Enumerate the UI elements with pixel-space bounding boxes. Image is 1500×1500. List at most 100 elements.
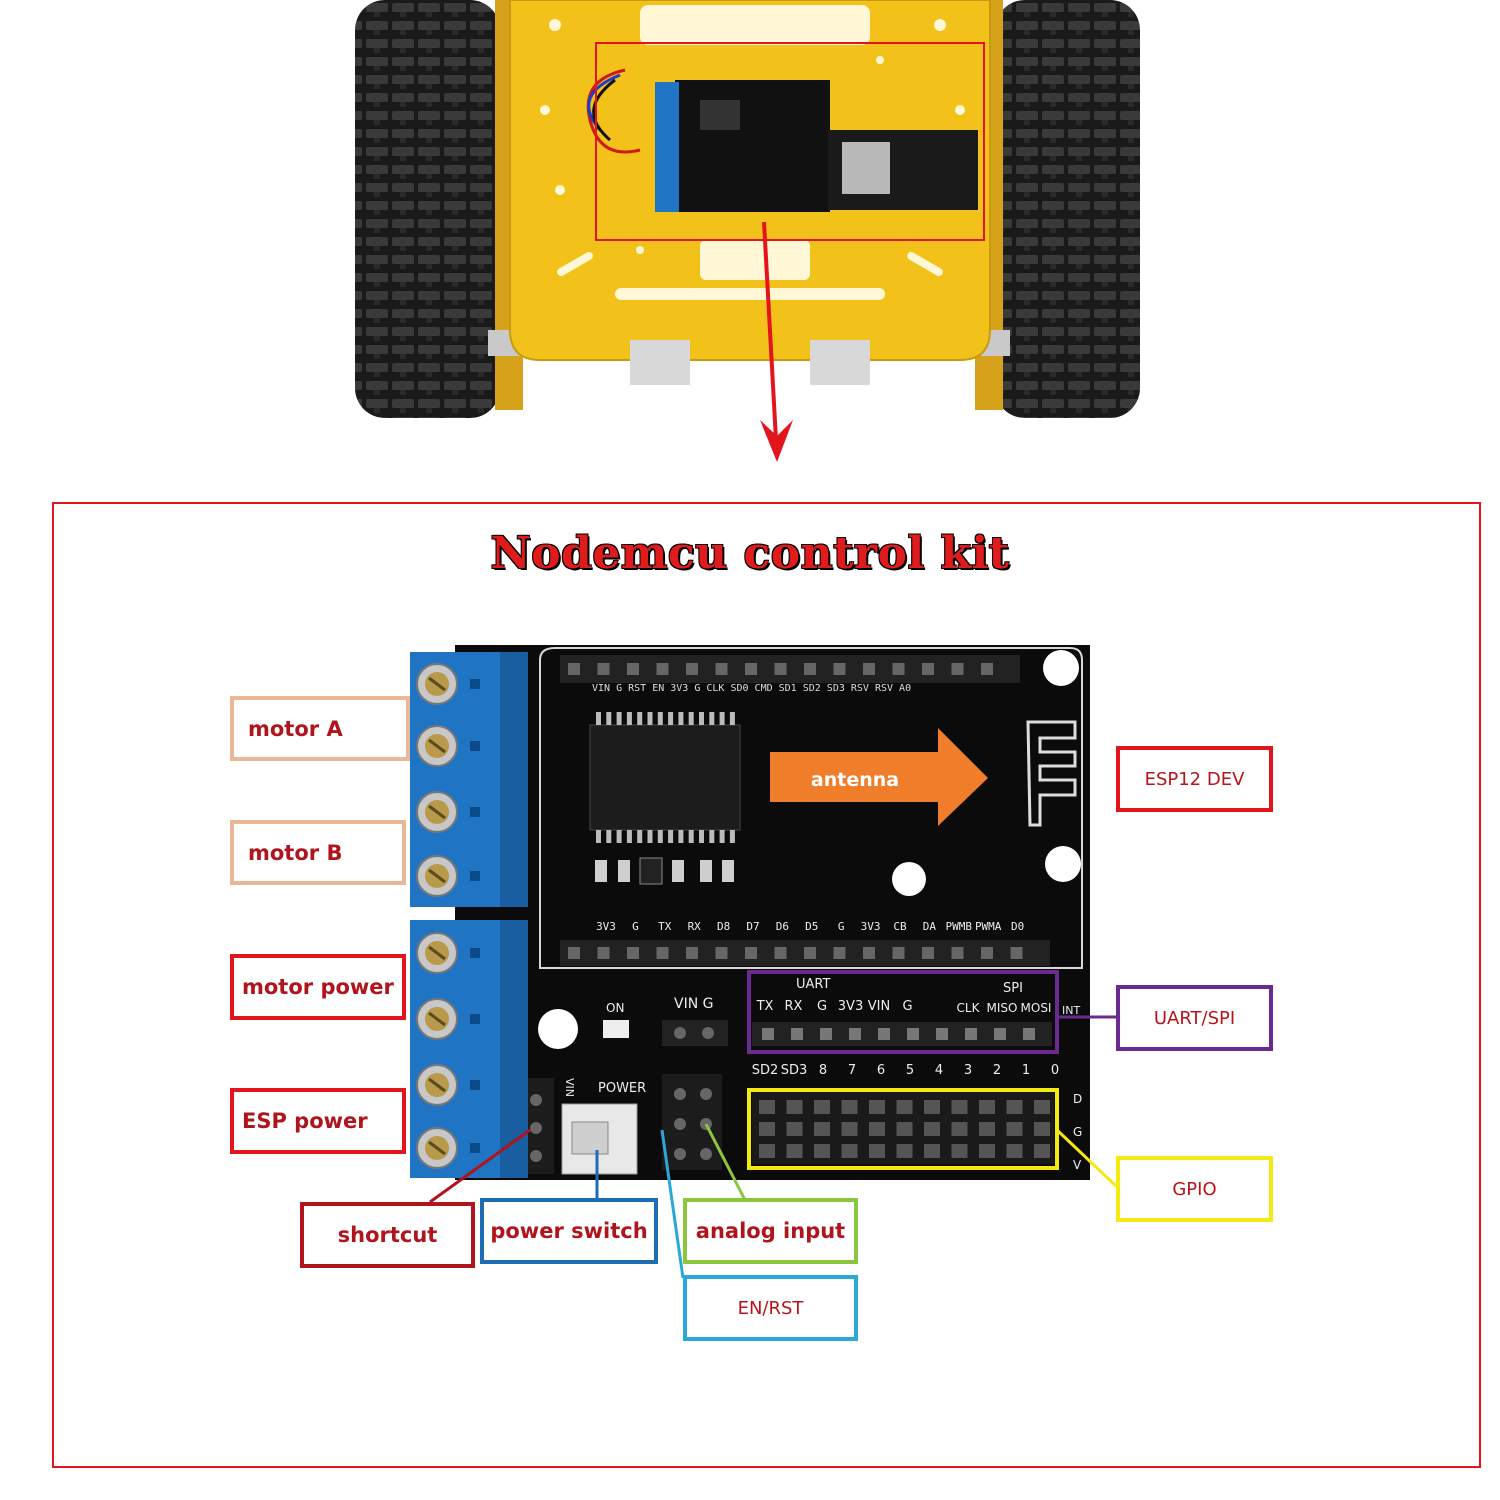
gpio-pin	[896, 1100, 913, 1114]
terminal-block-motors	[410, 652, 528, 907]
header-pin	[907, 1028, 919, 1040]
mount-hole	[538, 1009, 578, 1049]
bottom-row-pin-label: CB	[893, 920, 907, 933]
chip-pin	[647, 712, 653, 725]
left-track	[355, 0, 500, 418]
header-pin	[951, 947, 964, 959]
chip-pin	[657, 712, 663, 725]
power-switch-label: power switch	[480, 1198, 658, 1264]
gpio-pin	[869, 1144, 885, 1158]
terminal-slot	[470, 948, 480, 958]
analog-input-connector	[704, 1123, 747, 1201]
gpio-number-label: 4	[935, 1063, 943, 1078]
motor-power-label: motor power	[230, 954, 406, 1020]
bottom-row-pin-label: 3V3	[596, 920, 616, 933]
screw-slot	[428, 804, 446, 820]
header-pin	[656, 663, 669, 675]
gpio-number-label: 2	[993, 1063, 1001, 1078]
top-pin-labels: VIN G RST EN 3V3 G CLK SD0 CMD SD1 SD2 S…	[592, 683, 911, 694]
gpio-label: GPIO	[1116, 1156, 1273, 1222]
gpio-pin	[814, 1122, 830, 1136]
gpio-pin	[1034, 1100, 1050, 1114]
chip-pin	[637, 830, 643, 843]
header-pin	[965, 1028, 977, 1040]
diagram-frame	[52, 502, 1481, 1468]
screw-slot	[428, 738, 446, 754]
chip-pin	[668, 712, 674, 725]
gpio-pin	[814, 1100, 830, 1114]
motor-a-label: motor A	[230, 696, 410, 761]
gpio-number-label: 1	[1022, 1063, 1030, 1078]
bottom-row-pin-label: G	[632, 920, 639, 933]
screw-slot	[428, 676, 446, 692]
chip-pin	[709, 830, 715, 843]
mount-hole	[1045, 846, 1081, 882]
header-pin	[804, 947, 816, 959]
chip-pin	[699, 712, 704, 725]
motor-b-label: motor B	[230, 820, 406, 885]
gpio-pin	[786, 1100, 803, 1114]
gpio-number-label: 8	[819, 1063, 827, 1078]
header-pin	[791, 1028, 803, 1040]
uart-spi-highlight	[747, 970, 1059, 1054]
chip-pin	[688, 712, 694, 725]
header-pin	[762, 1028, 774, 1040]
en-rst-connector	[660, 1129, 685, 1279]
header-pin	[774, 663, 787, 675]
header-pin	[1010, 947, 1023, 959]
header-pin	[568, 663, 580, 675]
chip-pin	[678, 830, 684, 843]
bottom-row-pin-label: TX	[658, 920, 672, 933]
chip-pin	[709, 712, 715, 725]
header-pin	[833, 663, 846, 675]
gpio-pin	[869, 1122, 885, 1136]
header-pin	[849, 1028, 861, 1040]
spi-title: SPI	[1003, 981, 1023, 996]
chip-pin	[699, 830, 704, 843]
chip-pin	[626, 712, 632, 725]
bottom-row-pin-label: D8	[717, 920, 730, 933]
header-pin	[715, 947, 728, 959]
power-label: POWER	[598, 1081, 646, 1096]
gpio-pin	[924, 1122, 940, 1136]
vin-side-label: VIN	[563, 1078, 576, 1097]
diagram-title: Nodemcu control kit	[490, 528, 1010, 579]
chip-pin	[719, 830, 725, 843]
screw-slot	[428, 1011, 446, 1027]
screw-slot	[428, 1077, 446, 1093]
chip-pin	[729, 712, 735, 725]
gpio-pin	[951, 1100, 968, 1114]
driver-chip	[589, 724, 741, 831]
uart-pin-label: RX	[785, 999, 803, 1014]
gpio-pin	[924, 1144, 940, 1158]
chip-pin	[678, 712, 684, 725]
chip-pin	[647, 830, 653, 843]
chip-pin	[637, 712, 643, 725]
gpio-pin	[951, 1144, 968, 1158]
shortcut-connector	[429, 1128, 531, 1204]
gpio-number-label: 6	[877, 1063, 885, 1078]
uart-pin-label: VIN	[868, 999, 890, 1014]
header-pin	[994, 1028, 1006, 1040]
antenna-arrow	[770, 728, 988, 826]
header-pin	[745, 663, 757, 675]
bottom-row-pin-label: D5	[805, 920, 818, 933]
chip-pin	[729, 830, 735, 843]
header-pin	[627, 663, 639, 675]
gpio-pin	[841, 1100, 858, 1114]
header-pin	[892, 663, 905, 675]
header-pin	[820, 1028, 832, 1040]
bottom-row-pin-label: PWMA	[975, 920, 1002, 933]
gpio-number-label: 7	[848, 1063, 856, 1078]
vin-g-label: VIN G	[674, 996, 713, 1012]
terminal-slot	[470, 871, 480, 881]
terminal-block-power	[410, 920, 528, 1178]
header-pin	[981, 947, 993, 959]
chip-pin	[616, 712, 622, 725]
header-pin	[922, 663, 934, 675]
chip-pin	[596, 712, 601, 725]
header-pin	[892, 947, 905, 959]
bottom-row-pin-label: D6	[776, 920, 789, 933]
photo-motor-shield	[675, 80, 830, 212]
gpio-number-label: 0	[1051, 1063, 1059, 1078]
